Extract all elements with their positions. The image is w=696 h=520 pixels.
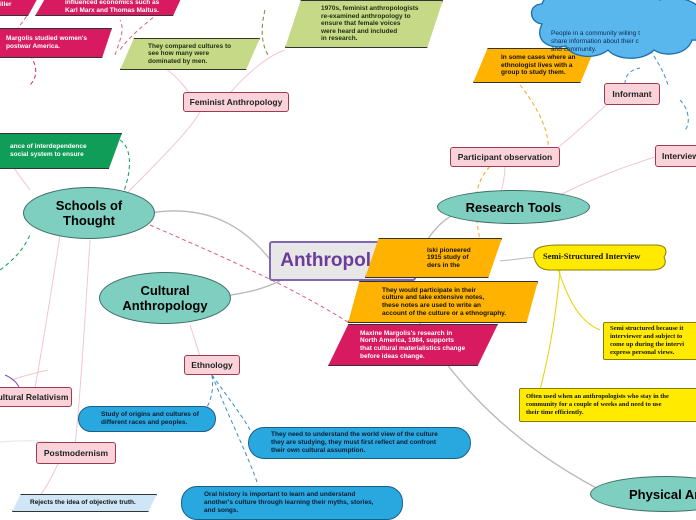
note-participate: They would participate in their culture … bbox=[348, 281, 538, 323]
topic-label: Cultural Anthropology bbox=[122, 283, 208, 313]
topic-label: Physical An bbox=[629, 486, 696, 502]
label-informant[interactable]: Informant bbox=[604, 83, 660, 105]
label-postmodernism[interactable]: Postmodernism bbox=[36, 442, 116, 464]
note-semi-structured-desc: Semi structured because it interviewer a… bbox=[603, 322, 696, 360]
note-top-left: iller bbox=[0, 0, 40, 16]
note-malinowski: lski pioneered 1915 study of ders in the bbox=[365, 238, 502, 278]
note-interdependence: ance of interdependence social system to… bbox=[0, 133, 122, 169]
note-world-view: They need to understand the world view o… bbox=[248, 427, 471, 459]
topic-schools-of-thought[interactable]: Schools of Thought bbox=[23, 187, 155, 239]
label-text: Interview bbox=[662, 151, 696, 161]
label-cultural-relativism[interactable]: ultural Relativism bbox=[0, 387, 72, 407]
note-feminist-1970s: 1970s, feminist anthropologists re-exami… bbox=[285, 0, 443, 48]
note-compared-cultures: They compared cultures to see how many w… bbox=[120, 38, 260, 70]
note-objective-truth: Rejects the idea of objective truth. bbox=[12, 494, 157, 512]
label-text: Ethnology bbox=[191, 360, 233, 370]
topic-physical-anthropology[interactable]: Physical An bbox=[590, 476, 696, 512]
topic-research-tools[interactable]: Research Tools bbox=[437, 190, 590, 224]
note-margolis-research: Maxine Margolis's research in North Amer… bbox=[328, 324, 498, 366]
label-feminist-anthropology[interactable]: Feminist Anthropology bbox=[183, 92, 289, 112]
topic-label: Research Tools bbox=[465, 199, 562, 215]
note-margolis-women: Margolis studied women's postwar America… bbox=[0, 28, 112, 58]
label-text: Informant bbox=[612, 89, 652, 99]
label-text: ultural Relativism bbox=[0, 392, 69, 402]
note-economics: influenced economics such as Karl Marx a… bbox=[35, 0, 185, 16]
label-interview[interactable]: Interview bbox=[655, 145, 696, 167]
label-ethnology[interactable]: Ethnology bbox=[184, 355, 240, 375]
label-participant-observation[interactable]: Participant observation bbox=[450, 147, 560, 167]
topic-label: Schools of Thought bbox=[55, 198, 123, 228]
label-text: Participant observation bbox=[457, 152, 553, 162]
label-semi-structured[interactable]: Semi-Structured Interview bbox=[543, 251, 641, 261]
cloud-shape bbox=[530, 0, 696, 59]
note-often-used: Often used when an anthropologists who s… bbox=[519, 388, 696, 422]
label-text: Feminist Anthropology bbox=[189, 97, 283, 107]
semi-structured-shape bbox=[533, 244, 667, 271]
note-oral-history: Oral history is important to learn and u… bbox=[181, 486, 403, 520]
note-origins: Study of origins and cultures of differe… bbox=[78, 406, 216, 432]
label-text: Postmodernism bbox=[43, 448, 109, 458]
topic-cultural-anthropology[interactable]: Cultural Anthropology bbox=[99, 272, 231, 324]
note-community-cloud: People in a community willing t share in… bbox=[551, 30, 640, 53]
